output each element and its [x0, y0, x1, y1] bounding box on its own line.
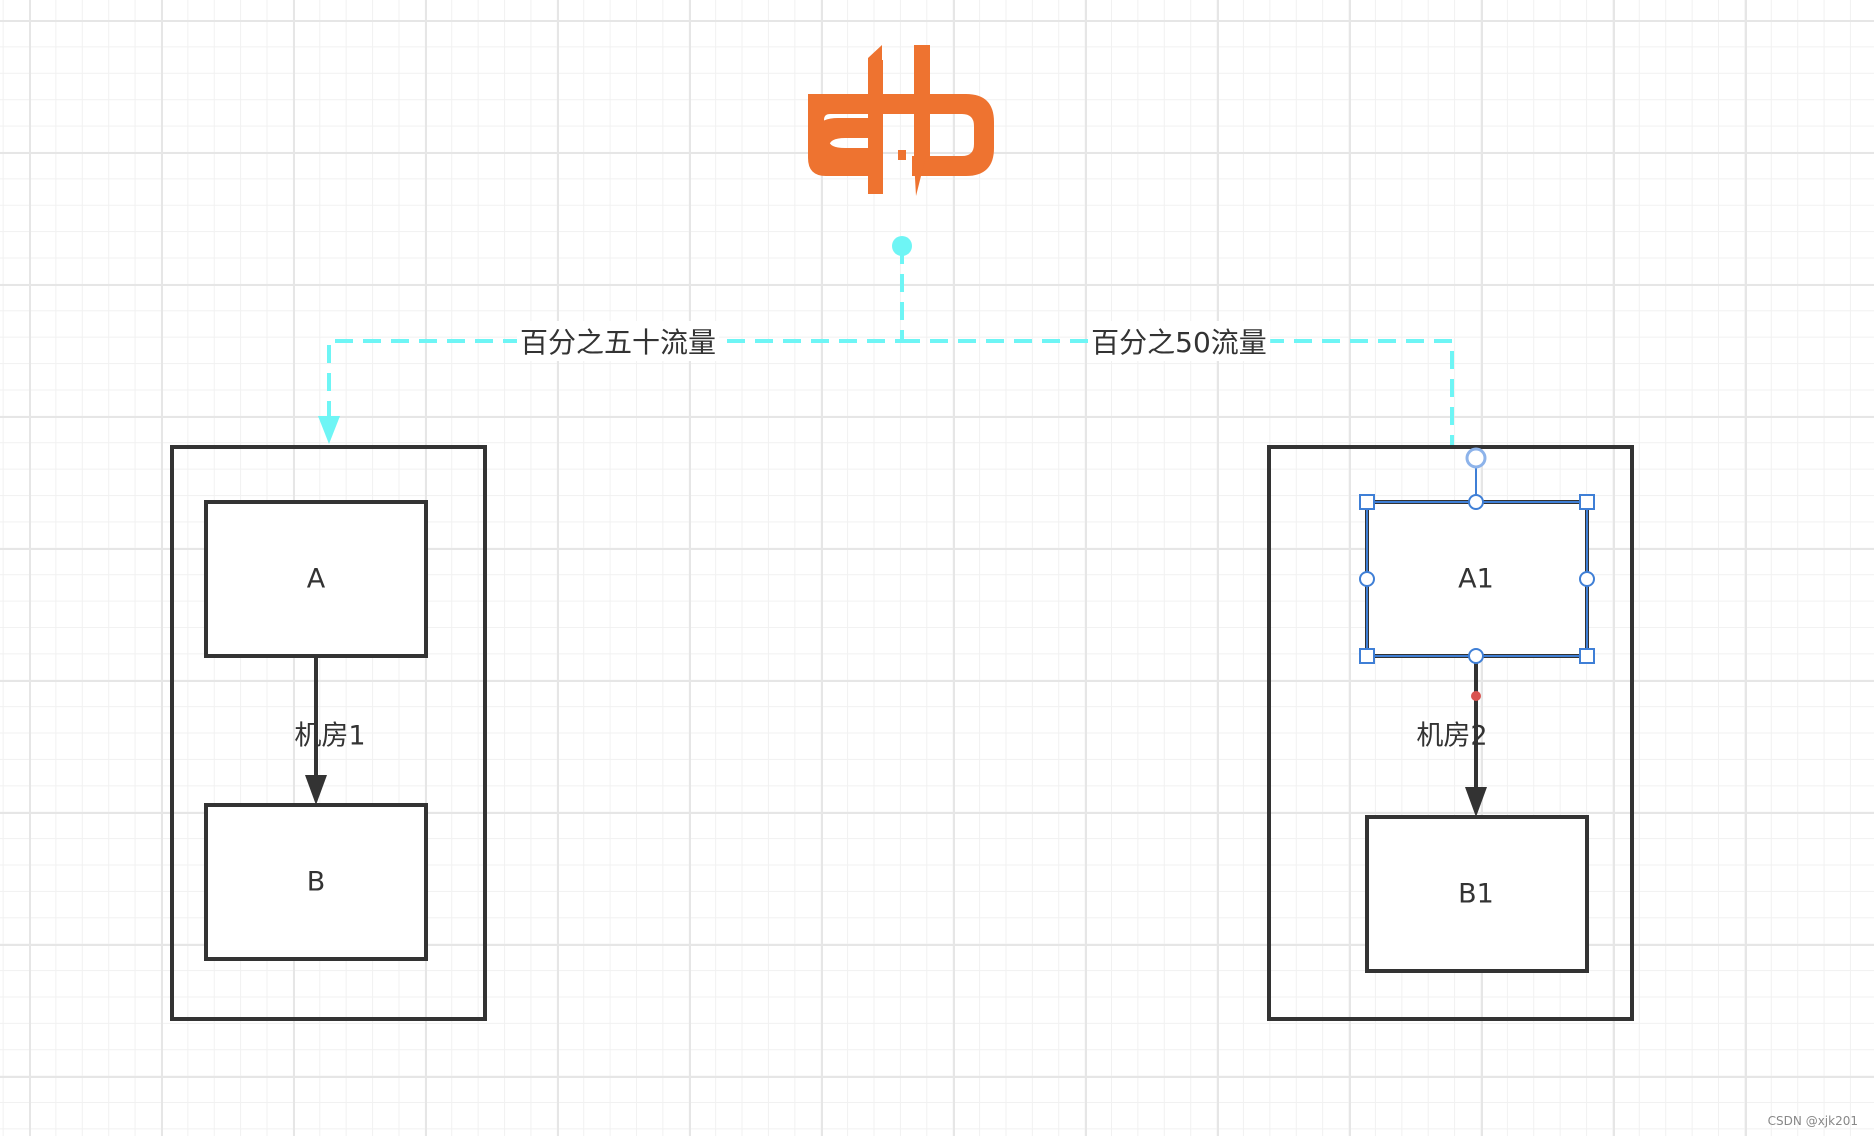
- selection-handles[interactable]: [1359, 447, 1595, 664]
- left-arrow-head: [318, 416, 340, 444]
- watermark: CSDN @xjk201: [1767, 1114, 1858, 1128]
- room1-node-a-label: A: [306, 563, 326, 595]
- resize-handle-sw[interactable]: [1359, 648, 1375, 664]
- room1-container[interactable]: [170, 445, 487, 1021]
- room1-label[interactable]: 机房1: [294, 720, 366, 752]
- resize-handle-nw[interactable]: [1359, 494, 1375, 510]
- rotate-handle[interactable]: [1465, 447, 1487, 469]
- room2-node-a-label: A1: [1458, 563, 1494, 595]
- connector-source-dot[interactable]: [892, 236, 912, 256]
- room2-node-b-label: B1: [1458, 878, 1494, 910]
- room2-edge-handle[interactable]: [1471, 691, 1481, 701]
- right-traffic-label[interactable]: 百分之50流量: [1088, 321, 1270, 361]
- room1-node-b-label: B: [306, 866, 326, 898]
- resize-handle-e[interactable]: [1579, 571, 1595, 587]
- room2-label[interactable]: 机房2: [1416, 720, 1488, 752]
- room2-edge-arrowhead: [1465, 787, 1487, 817]
- resize-handle-se[interactable]: [1579, 648, 1595, 664]
- left-traffic-label[interactable]: 百分之五十流量: [516, 321, 720, 361]
- room1-node-a[interactable]: [204, 500, 428, 658]
- room2-node-b[interactable]: [1365, 815, 1589, 973]
- orange-gateway-logo-icon[interactable]: [808, 45, 994, 196]
- resize-handle-ne[interactable]: [1579, 494, 1595, 510]
- room2-container[interactable]: [1267, 445, 1634, 1021]
- resize-handle-n[interactable]: [1468, 494, 1484, 510]
- traffic-edge-right[interactable]: [902, 339, 1454, 448]
- room1-edge-arrowhead: [305, 775, 327, 805]
- resize-handle-w[interactable]: [1359, 571, 1375, 587]
- resize-handle-s[interactable]: [1468, 648, 1484, 664]
- traffic-connectors[interactable]: [327, 246, 1454, 448]
